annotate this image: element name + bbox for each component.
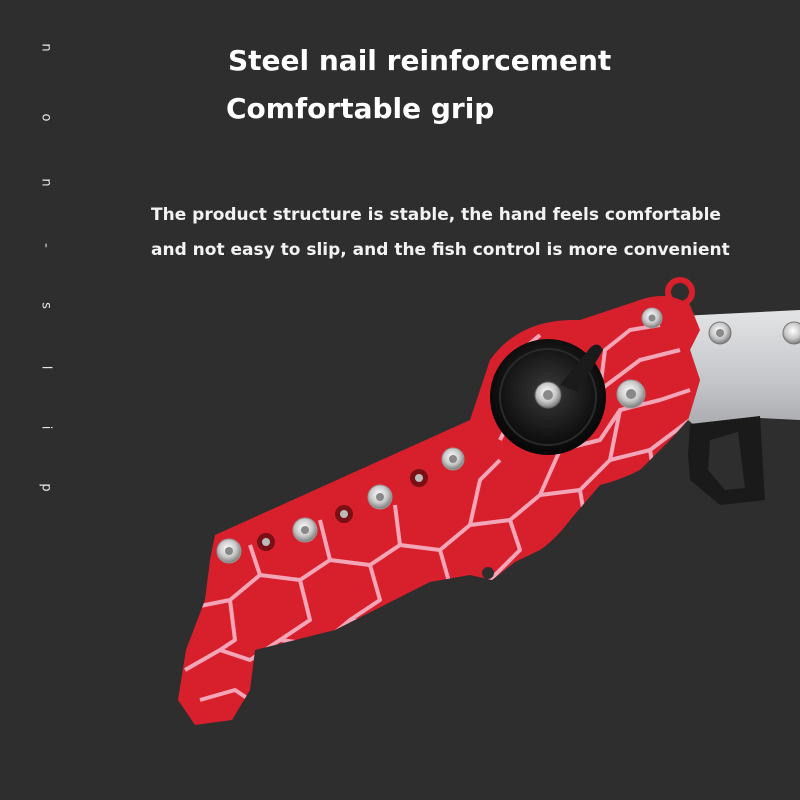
headline-line-1: Steel nail reinforcement: [228, 44, 612, 77]
description-line-2: and not easy to slip, and the fish contr…: [151, 240, 730, 260]
steel-nail-screws: [216, 307, 663, 564]
headline-line-2: Comfortable grip: [226, 92, 495, 125]
red-handle: [178, 296, 700, 725]
description-line-1: The product structure is stable, the han…: [151, 205, 721, 225]
rotating-knob: [490, 339, 606, 455]
recessed-holes: [257, 469, 428, 551]
